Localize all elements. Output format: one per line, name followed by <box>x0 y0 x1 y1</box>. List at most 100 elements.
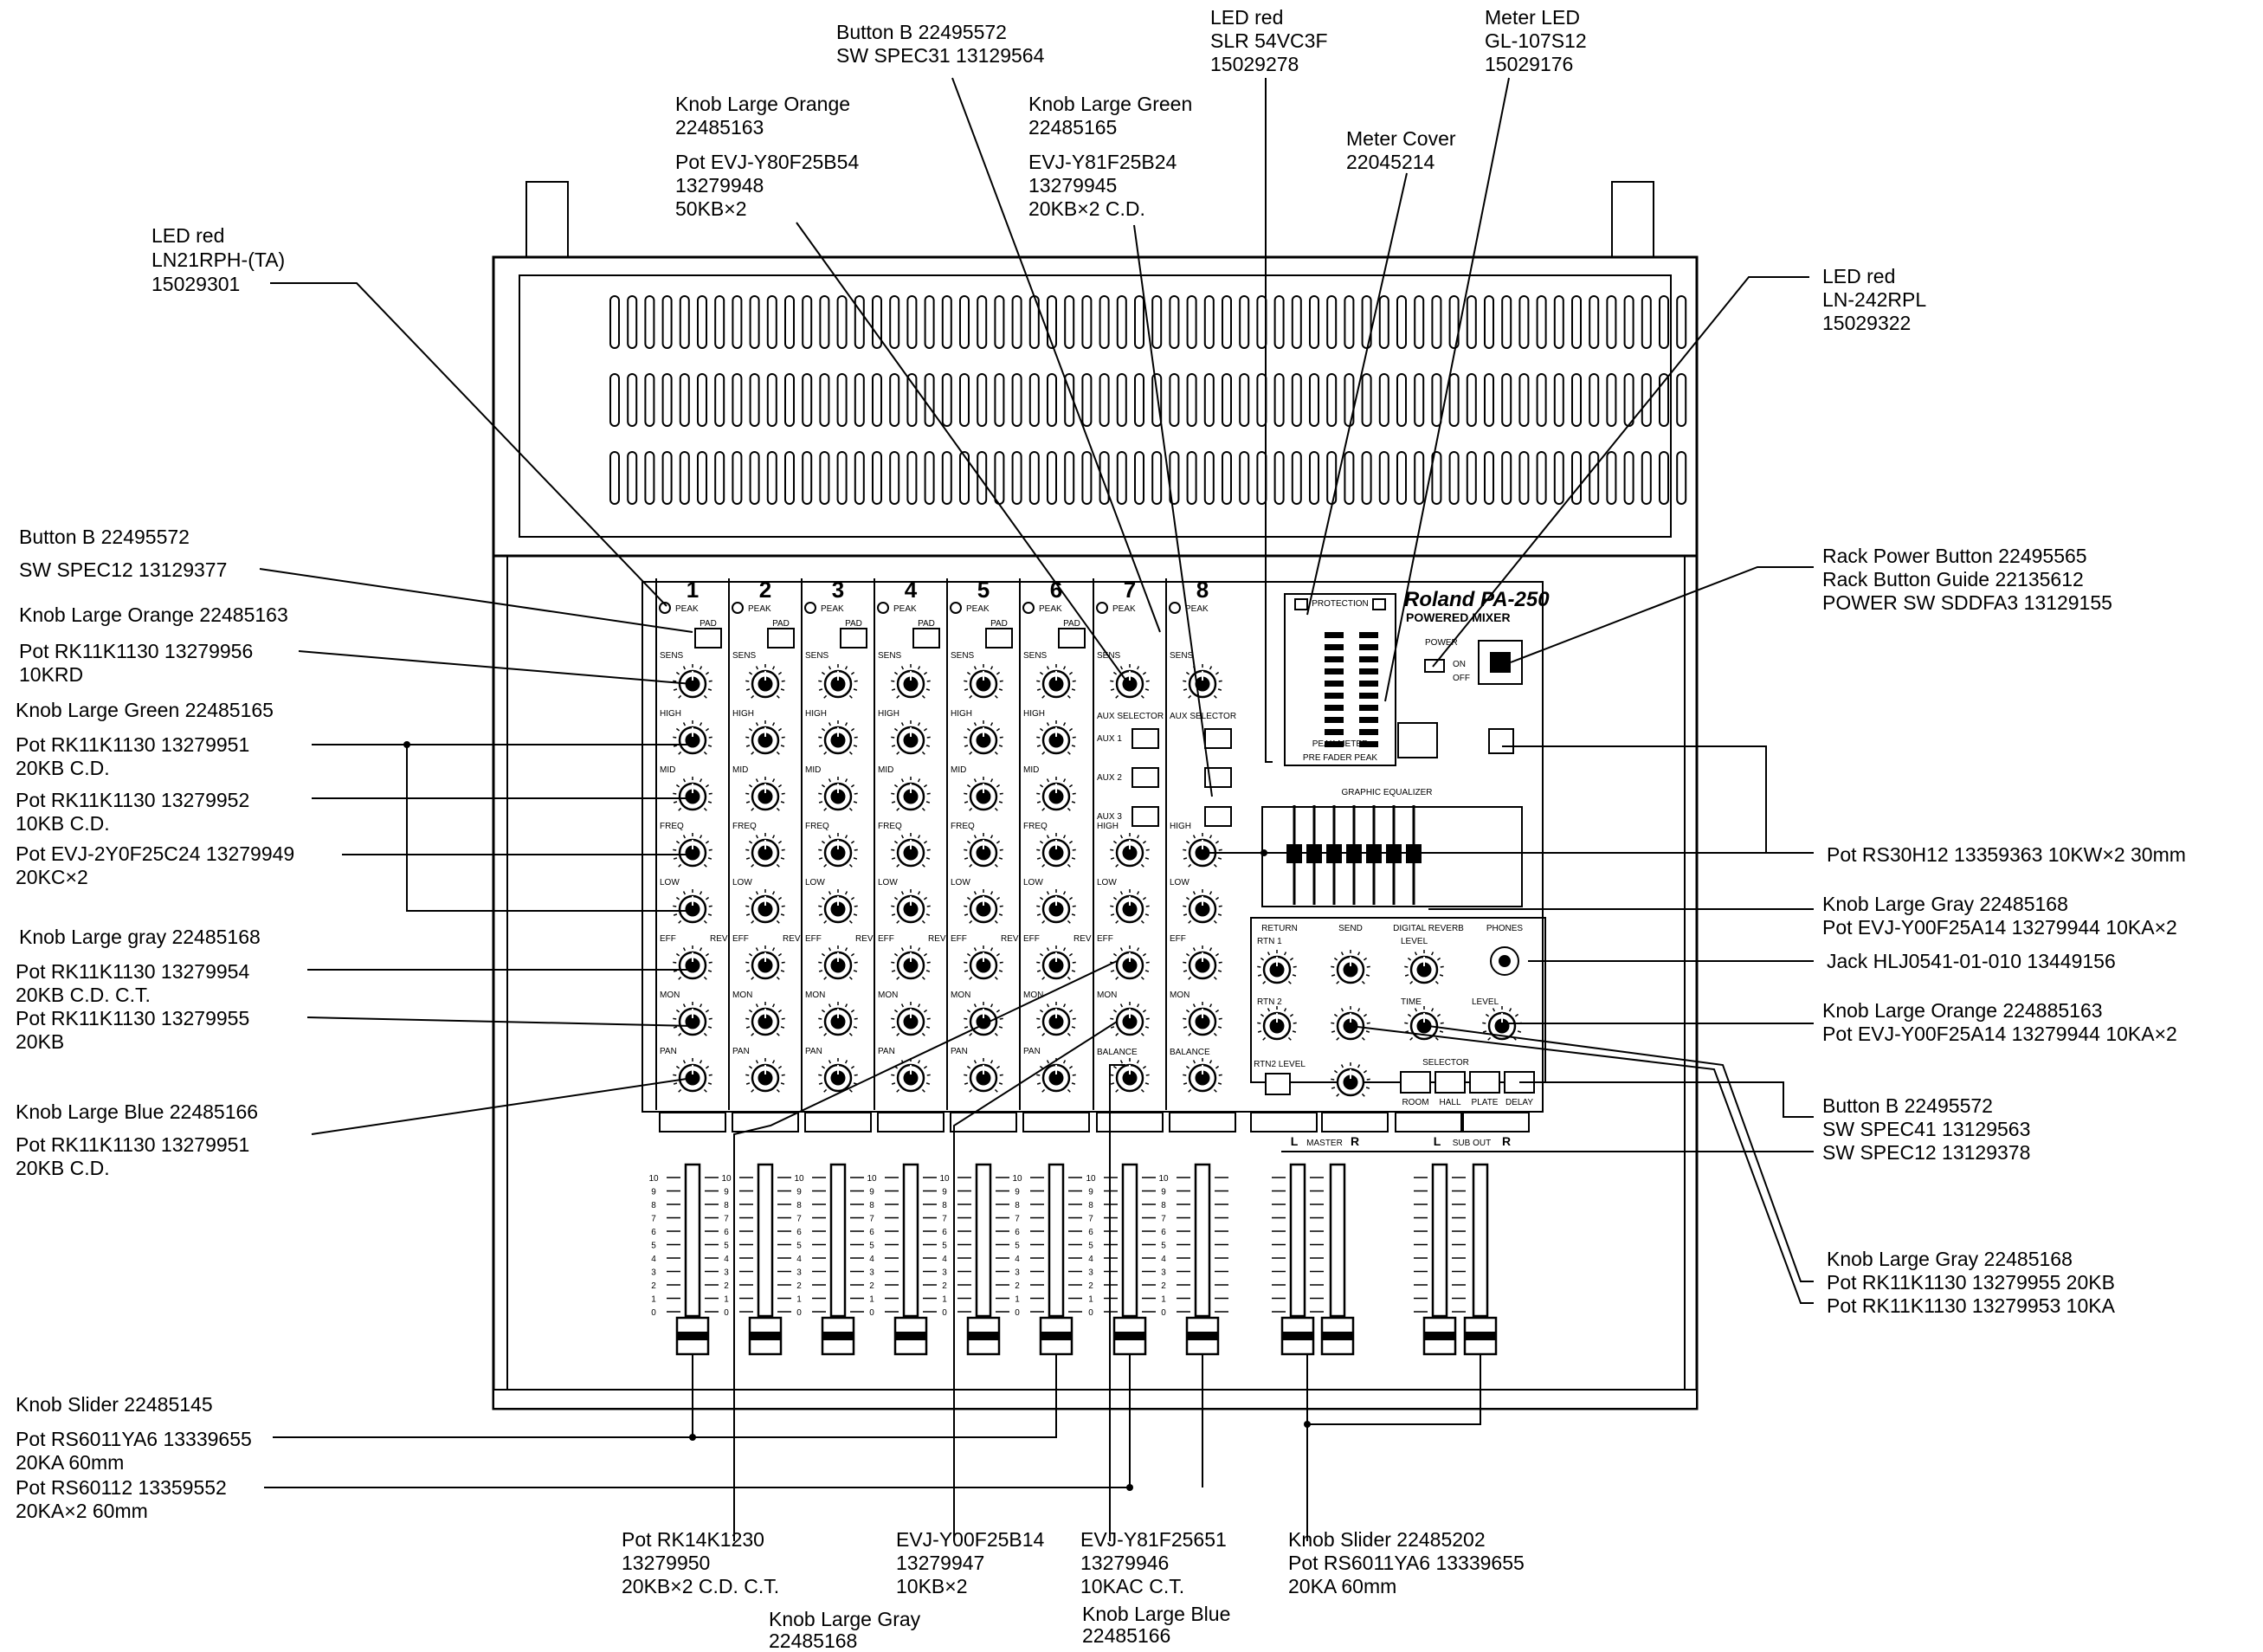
eq-knob <box>745 1002 785 1036</box>
vent-slot-row-2 <box>819 373 830 427</box>
vent-slot-row-3 <box>802 451 813 505</box>
callout-jack: Jack HLJ0541-01-010 13449156 <box>1827 950 2116 972</box>
leader-button-b-right <box>1519 1081 1814 1118</box>
send-rev-knob <box>1331 950 1370 984</box>
row-label: FREQ <box>1023 822 1048 831</box>
eq-knob <box>673 889 712 924</box>
meter-led-segment <box>1325 668 1344 674</box>
channel-number: 5 <box>977 577 990 603</box>
rev-label: REV <box>1001 934 1019 944</box>
vent-slot-row-3 <box>1606 451 1617 505</box>
sens-label: SENS <box>660 651 684 661</box>
callout-pot-rk11-952-line: 10KB C.D. <box>16 812 110 835</box>
vent-slot-row-2 <box>766 373 777 427</box>
vent-slot-row-3 <box>1047 451 1057 505</box>
fader-scale-label: 3 <box>651 1268 656 1278</box>
vent-slot-row-2 <box>959 373 970 427</box>
vent-slot-row-1 <box>1326 295 1338 349</box>
vent-slot-row-1 <box>872 295 882 349</box>
vent-slot-row-1 <box>1309 295 1319 349</box>
reverb-level-knob <box>1404 950 1444 984</box>
aux-selector-button <box>1204 806 1232 827</box>
meter-select-switch <box>1397 722 1438 758</box>
vent-slot-row-3 <box>1222 451 1232 505</box>
row-label: MID <box>951 765 966 775</box>
vent-slot-row-1 <box>1064 295 1075 349</box>
meter-led-segment <box>1325 705 1344 711</box>
fader-scale-label: 6 <box>1088 1228 1093 1237</box>
peak-meter-window <box>1284 593 1396 766</box>
sens-knob <box>745 664 785 699</box>
pad-label: PAD <box>918 619 935 629</box>
vent-slot-row-1 <box>1256 295 1267 349</box>
return1-knob <box>1257 950 1297 984</box>
vent-slot-row-1 <box>836 295 848 349</box>
eq-knob <box>1036 720 1076 755</box>
vent-slot-row-1 <box>1536 295 1547 349</box>
callout-pot-rs60112-line: 20KA×2 60mm <box>16 1500 148 1522</box>
vent-slot-row-2 <box>1134 373 1144 427</box>
vent-slot-row-1 <box>1011 295 1022 349</box>
vent-slot-row-3 <box>1186 451 1197 505</box>
fader-scale-label: 5 <box>942 1242 947 1251</box>
vent-slot-row-1 <box>1169 295 1180 349</box>
vent-slot-row-3 <box>1099 451 1110 505</box>
vent-slot-row-1 <box>1186 295 1197 349</box>
eq-knob <box>1110 833 1150 868</box>
vent-slot-row-2 <box>1169 373 1180 427</box>
eq-knob <box>673 833 712 868</box>
vent-slot-row-3 <box>766 451 777 505</box>
row-label: PAN <box>805 1047 822 1056</box>
vent-slot-row-1 <box>1291 295 1302 349</box>
meter-led-segment <box>1325 729 1344 735</box>
master-r-label: R <box>1351 1134 1359 1148</box>
vent-slot-row-2 <box>679 373 690 427</box>
callout-evj-y81-top-line: 20KB×2 C.D. <box>1028 197 1145 220</box>
vent-slot-row-2 <box>1326 373 1338 427</box>
vent-slot-row-3 <box>1501 451 1512 505</box>
leader-led-red-ln21 <box>270 282 667 607</box>
callout-button-b-right-line: SW SPEC41 13129563 <box>1822 1118 2030 1140</box>
callout-knob-gray-right-line: Knob Large Gray 22485168 <box>1822 893 2068 915</box>
eq-knob <box>891 1002 931 1036</box>
fader-knob-stripe <box>1322 1332 1353 1340</box>
channel-name-strip <box>1096 1112 1164 1133</box>
row-label: HIGH <box>805 709 827 719</box>
pad-switch-button <box>840 628 867 649</box>
vent-slot-row-1 <box>1203 295 1215 349</box>
callout-pot-evj-y80-line: Pot EVJ-Y80F25B54 <box>675 151 859 173</box>
meter-led-segment <box>1325 693 1344 699</box>
leader-evj-y81-top <box>1133 224 1213 797</box>
callout-led-red-ln21-line: LED red <box>152 224 224 247</box>
vent-slot-row-2 <box>1239 373 1250 427</box>
reverb-mode-button <box>1435 1071 1466 1094</box>
vent-slot-row-2 <box>644 373 655 427</box>
callout-knob-blue-bottom-line: Knob Large Blue <box>1082 1603 1230 1625</box>
vent-slot-row-3 <box>661 451 673 505</box>
fader-scale-label: 3 <box>724 1268 729 1278</box>
rev-label: REV <box>710 934 728 944</box>
vent-slot-row-1 <box>732 295 743 349</box>
rev-label: REV <box>783 934 801 944</box>
callout-knob-gray-right2-line: Knob Large Gray 22485168 <box>1827 1248 2073 1270</box>
row-label: EFF <box>805 934 822 944</box>
vent-slot-row-1 <box>1676 295 1687 349</box>
fader-scale-label: 9 <box>1015 1188 1020 1197</box>
peak-label: PEAK <box>966 604 990 614</box>
row-label: HIGH <box>878 709 899 719</box>
vent-slot-row-3 <box>1536 451 1547 505</box>
vent-slot-row-3 <box>1448 451 1460 505</box>
fader-scale-label: 0 <box>651 1308 656 1318</box>
channel-name-strip <box>877 1112 945 1133</box>
brand-logo: Roland PA-250 <box>1404 588 1550 611</box>
vent-slot-row-2 <box>802 373 813 427</box>
sens-label: SENS <box>951 651 975 661</box>
